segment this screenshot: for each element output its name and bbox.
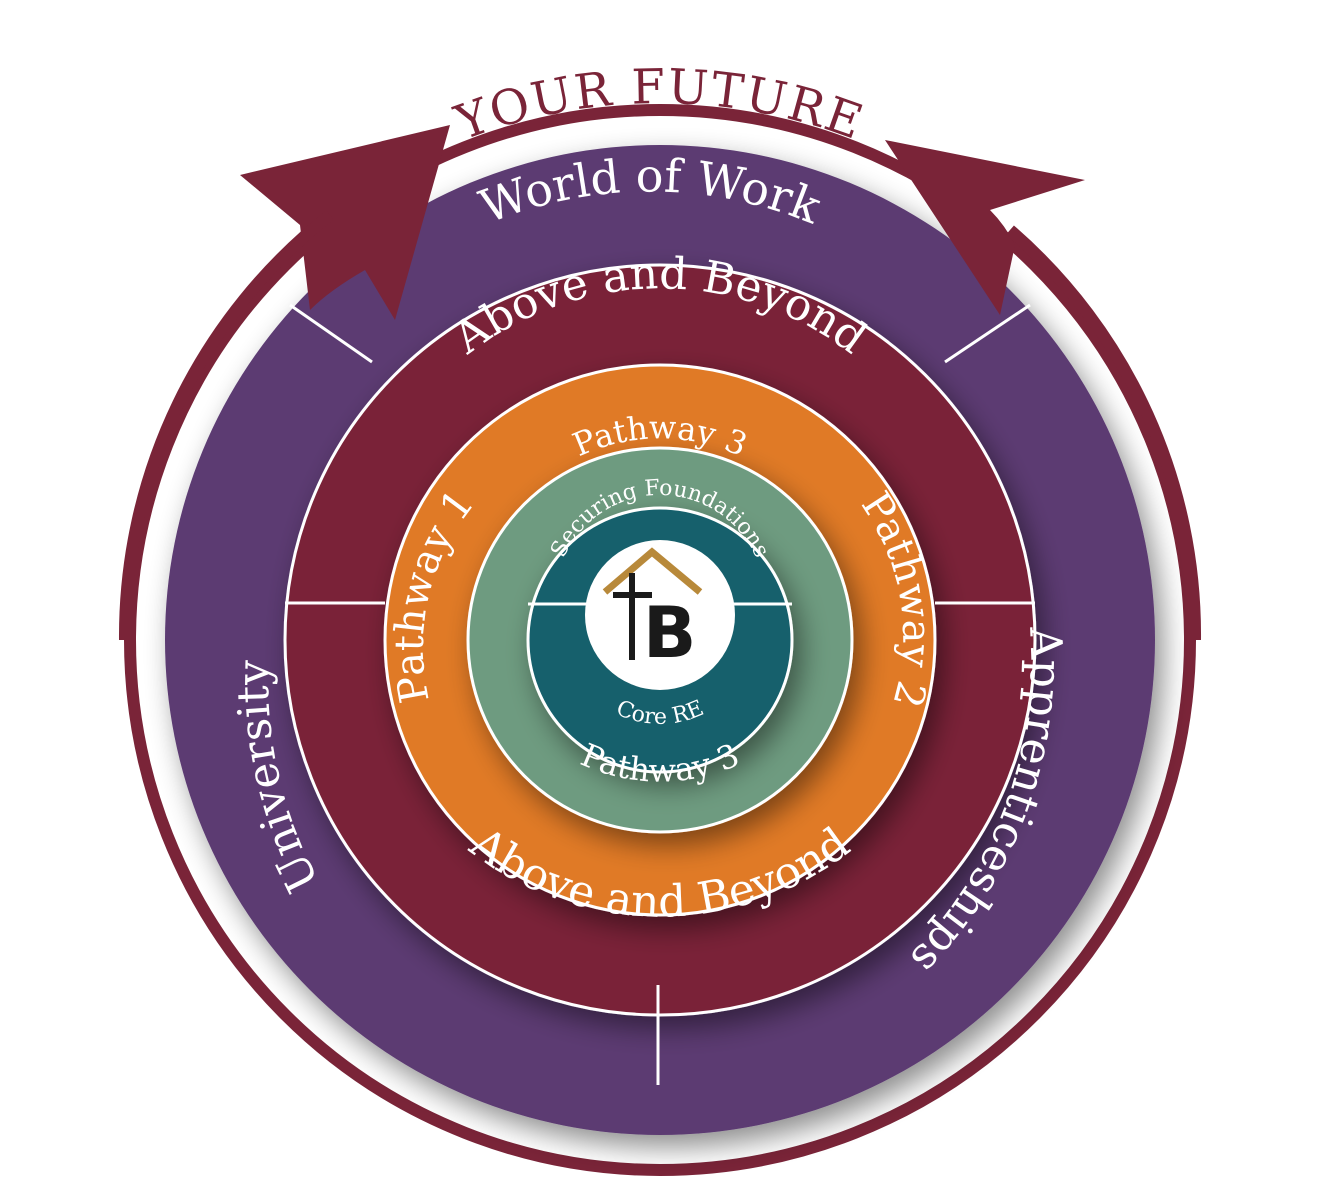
divider-top-left	[289, 303, 373, 364]
outer-track-ring	[124, 104, 1196, 1176]
logo-letter-b: B	[643, 592, 696, 674]
title-your-future: YOUR FUTURE	[448, 59, 872, 152]
left-arrow-icon	[240, 125, 450, 320]
left-arrow-shaft	[118, 210, 334, 641]
house-roof-icon	[602, 547, 703, 595]
right-arrow-icon	[885, 140, 1085, 315]
divider-top-right	[944, 303, 1031, 364]
logo: B	[602, 547, 703, 674]
cross-icon	[613, 573, 652, 660]
right-arrow-shaft	[1006, 225, 1202, 641]
